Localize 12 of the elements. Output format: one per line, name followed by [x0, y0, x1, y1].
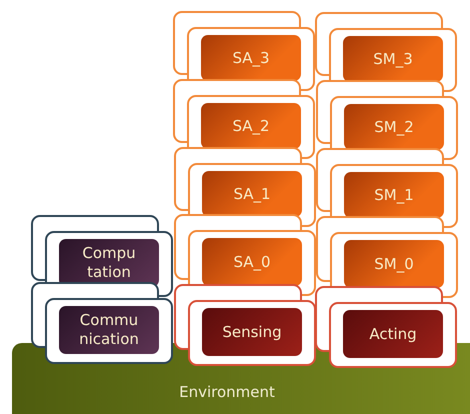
layer-box: SM_3 [343, 36, 443, 82]
layer-box: SA_3 [201, 35, 301, 81]
layer-box: SA_1 [202, 171, 302, 217]
layer-box: SM_2 [344, 104, 444, 150]
layer-box: Compu tation [59, 239, 159, 287]
layer-box: SA_2 [201, 103, 301, 149]
layer-box: SA_0 [202, 238, 302, 286]
layer-box: SM_1 [344, 172, 444, 218]
layer-box: Acting [343, 310, 443, 358]
layer-box: Sensing [202, 308, 302, 356]
layer-box: Commu nication [59, 306, 159, 354]
layer-box: SM_0 [344, 240, 444, 288]
